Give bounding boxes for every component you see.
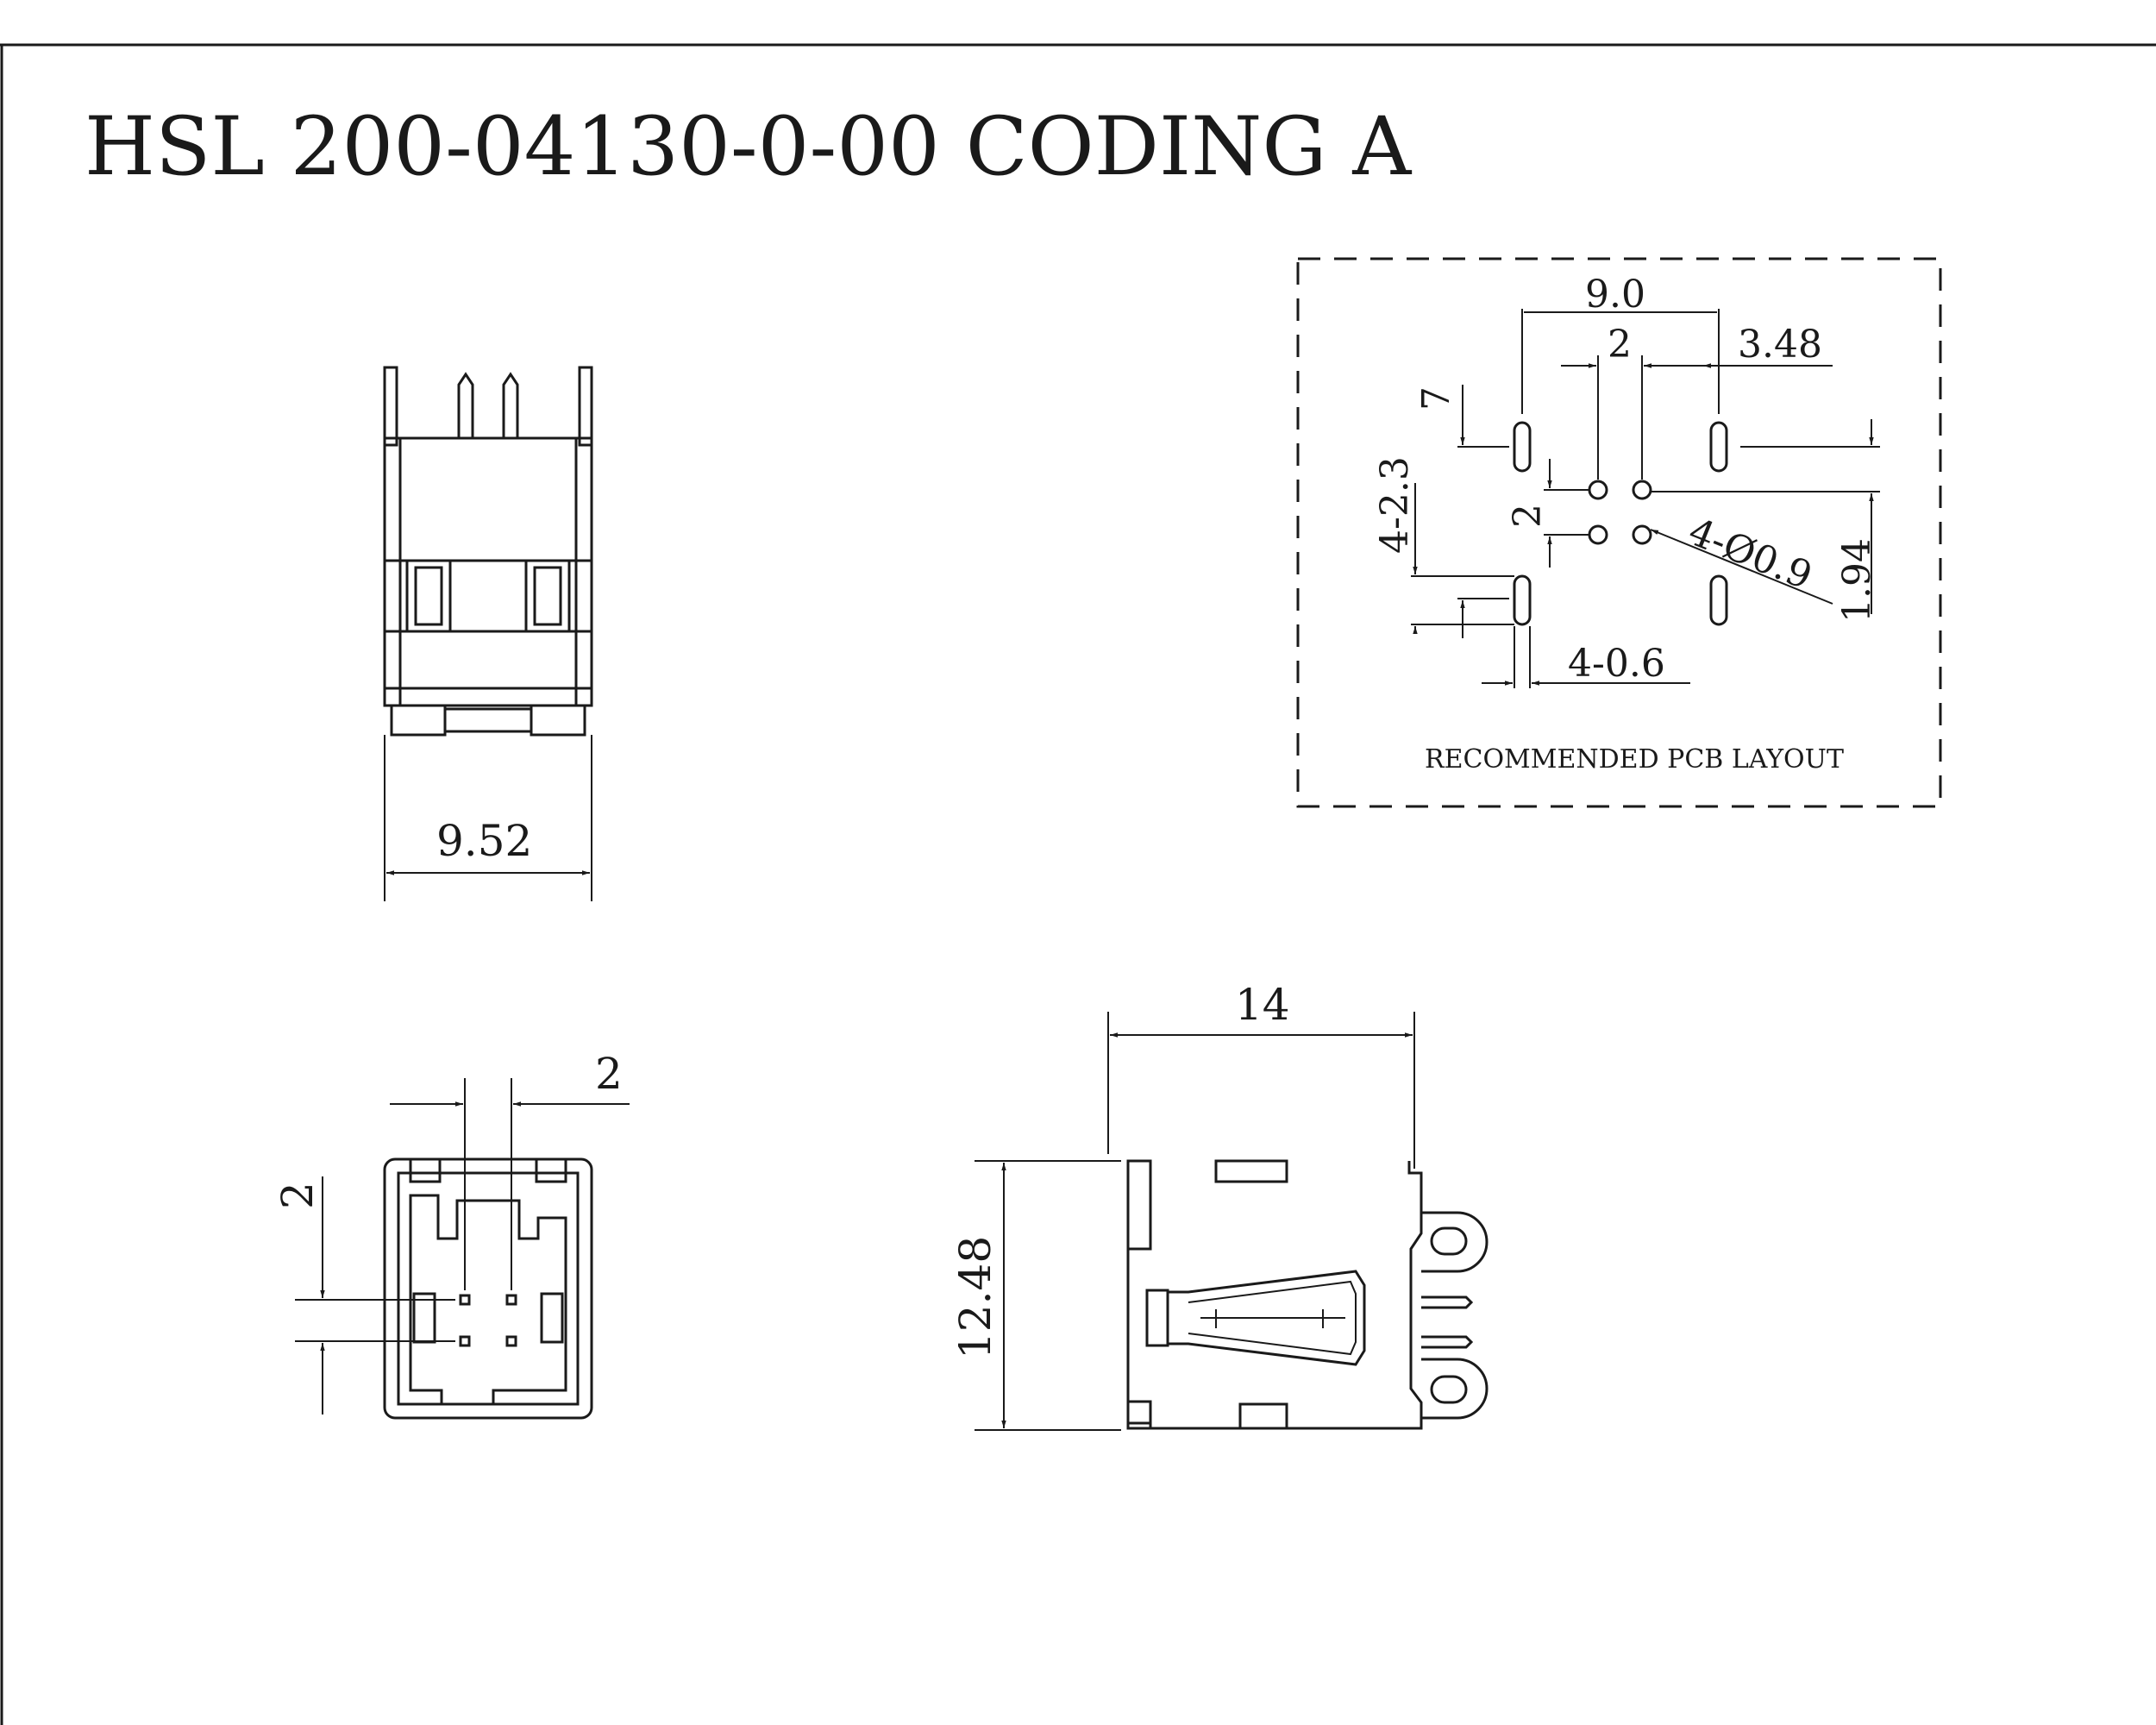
dim-pcb-1-94: 1.94 (1651, 419, 1880, 623)
dim-pcb-slot-4-2-3: 4-2.3 (1373, 456, 1514, 634)
svg-text:2: 2 (273, 1182, 323, 1209)
svg-text:7: 7 (1414, 386, 1458, 411)
dim-pcb-4-0-6: 4-0.6 (1482, 626, 1690, 688)
svg-text:4-Ø0.9: 4-Ø0.9 (1683, 510, 1818, 599)
svg-text:1.94: 1.94 (1835, 538, 1879, 623)
svg-text:2: 2 (595, 1049, 623, 1099)
dim-side-length: 14 (1107, 980, 1415, 1169)
svg-text:4-2.3: 4-2.3 (1373, 456, 1417, 554)
svg-text:4-0.6: 4-0.6 (1568, 642, 1665, 686)
svg-text:12.48: 12.48 (950, 1236, 1000, 1359)
dim-front-pitch-h: 2 (390, 1049, 630, 1290)
pcb-slots (1513, 421, 1728, 626)
pcb-layout-view: 9.0 2 3.48 7 4-2.3 (1296, 257, 1942, 808)
top-view: 9.52 (383, 366, 593, 901)
dim-pcb-height-7: 7 (1414, 385, 1509, 638)
drawing-title: HSL 200-04130-0-00 CODING A (85, 100, 1412, 194)
dim-front-pitch-v: 2 (273, 1176, 455, 1414)
svg-text:2: 2 (1608, 323, 1632, 367)
dim-pcb-pitch-2-v: 2 (1506, 459, 1589, 568)
pcb-layout-frame (1296, 257, 1942, 808)
dim-pcb-pitch-2-h: 2 (1561, 323, 1703, 480)
dim-top-width: 9.52 (384, 735, 592, 901)
svg-text:2: 2 (1506, 504, 1550, 528)
svg-text:14: 14 (1235, 980, 1290, 1030)
dim-pcb-9-0: 9.0 (1521, 273, 1720, 414)
svg-text:3.48: 3.48 (1738, 323, 1822, 367)
sheet-border (0, 43, 2156, 1725)
dim-side-height: 12.48 (950, 1160, 1121, 1431)
side-view: 14 12.48 (950, 980, 1489, 1431)
front-view: 2 2 (273, 1049, 630, 1420)
pcb-holes (1588, 480, 1652, 545)
dim-pcb-3-48: 3.48 (1703, 323, 1833, 368)
svg-text:9.0: 9.0 (1585, 273, 1645, 317)
svg-text:9.52: 9.52 (436, 816, 532, 866)
pcb-layout-caption: RECOMMENDED PCB LAYOUT (1425, 744, 1844, 775)
dim-pcb-hole-4-d0-9: 4-Ø0.9 (1650, 510, 1833, 605)
